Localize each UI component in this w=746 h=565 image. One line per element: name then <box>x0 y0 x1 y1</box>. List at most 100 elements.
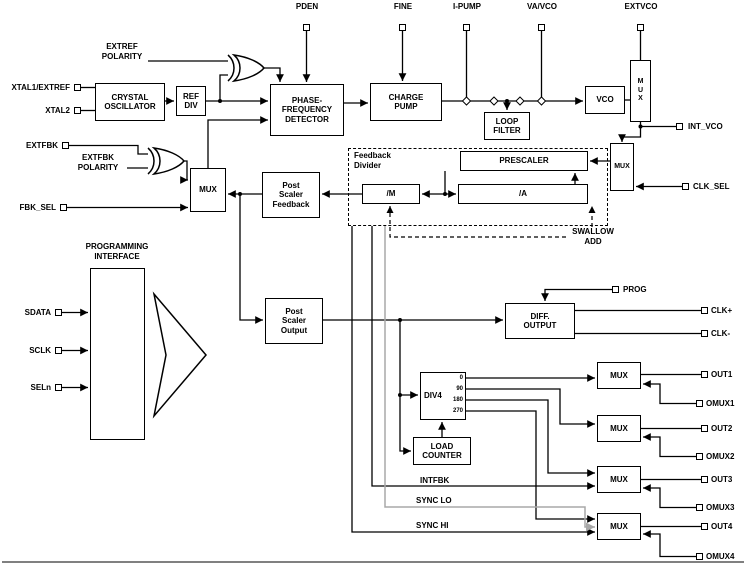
pin-label-ipump: I-PUMP <box>453 2 481 11</box>
clk-select-mux-block: MUX <box>610 143 634 191</box>
feedback-divider-dashed-box <box>348 148 608 226</box>
pin-label-extfbk: EXTFBK <box>26 141 58 150</box>
junction-dots <box>218 99 643 397</box>
pin-square-omux2 <box>696 453 703 460</box>
wire-omux1 <box>643 380 696 405</box>
pin-square-seln <box>55 384 62 391</box>
vco-block: VCO <box>585 86 625 114</box>
junction-dot <box>218 99 222 103</box>
junction-dot <box>238 192 242 196</box>
pin-square-omux4 <box>696 553 703 560</box>
wire-intvco <box>639 122 676 128</box>
pin-square-sdata <box>55 309 62 316</box>
wire-phase90 <box>466 388 595 428</box>
div4-phase-180-label: 180 <box>452 397 463 403</box>
diamond-connector-icon <box>515 96 525 106</box>
xor-extref-gate-icon <box>227 54 235 82</box>
intfbk-label: INTFBK <box>420 476 450 485</box>
wire-phase180 <box>466 399 595 477</box>
post-scaler-output-block: Post Scaler Output <box>265 298 323 344</box>
wires-dashed <box>386 206 596 238</box>
pin-label-fbksel: FBK_SEL <box>19 203 56 212</box>
pin-square-out4 <box>701 523 708 530</box>
pin-label-prog: PROG <box>623 285 647 294</box>
pin-square-fbksel <box>60 204 67 211</box>
pin-square-ipump <box>463 24 470 31</box>
programming-interface-box <box>90 268 145 440</box>
pin-square-clksel <box>682 183 689 190</box>
pin-square-xtal1 <box>74 84 81 91</box>
div4-phase-0-label: 0 <box>459 375 463 381</box>
diamond-connector-icon <box>461 96 472 106</box>
wire-synclo <box>384 226 595 532</box>
pin-label-vavco: VA/VCO <box>526 2 558 11</box>
pin-label-omux4: OMUX4 <box>706 552 735 561</box>
feedback-divider-label: Feedback Divider <box>354 151 391 170</box>
feedback-mux-block: MUX <box>190 168 226 212</box>
wire-swallow-divm <box>386 206 566 238</box>
ref-div-block: REF DIV <box>176 86 206 116</box>
pin-label-omux2: OMUX2 <box>706 452 735 461</box>
pin-square-fine <box>399 24 406 31</box>
pin-square-prog <box>612 286 619 293</box>
xor-extfbk-gate-icon <box>151 146 185 176</box>
wire-phase270 <box>466 410 595 523</box>
wires-gray <box>384 226 595 532</box>
wire-omux2 <box>643 433 696 458</box>
pin-label-omux3: OMUX3 <box>706 503 735 512</box>
pin-label-clkminus: CLK- <box>711 329 731 338</box>
big-arrow-icon <box>152 291 207 419</box>
wire-prog <box>541 288 612 301</box>
pin-square-extvco <box>637 24 644 31</box>
wire-omux4 <box>643 530 696 558</box>
div-a-block: /A <box>458 184 588 204</box>
junction-dot <box>398 393 402 397</box>
pin-square-omux1 <box>696 400 703 407</box>
wire-ref-xor-tap <box>219 74 228 101</box>
wire-psoutput-input <box>239 194 263 324</box>
wire-extfbk <box>69 144 148 155</box>
programming-interface-label: PROGRAMMING INTERFACE <box>85 242 149 261</box>
out1-mux-block: MUX <box>597 362 641 389</box>
crystal-oscillator-block: CRYSTAL OSCILLATOR <box>95 83 165 121</box>
wire-intfbk <box>371 226 595 490</box>
pin-square-omux3 <box>696 504 703 511</box>
pin-label-xtal2: XTAL2 <box>45 106 70 115</box>
extref-polarity-label: EXTREF POLARITY <box>101 42 143 61</box>
swallow-add-label: SWALLOW ADD <box>572 227 614 246</box>
load-counter-block: LOAD COUNTER <box>413 437 471 465</box>
extfbk-polarity-label: EXTFBK POLARITY <box>77 153 119 172</box>
out2-mux-block: MUX <box>597 415 641 442</box>
div-m-block: /M <box>362 184 420 204</box>
loop-filter-block: LOOP FILTER <box>484 112 530 140</box>
div4-phase-270-label: 270 <box>452 408 463 414</box>
xor-extfbk-gate-icon <box>147 147 155 175</box>
pin-label-out4: OUT4 <box>711 522 733 531</box>
charge-pump-block: CHARGE PUMP <box>370 83 442 121</box>
out4-mux-block: MUX <box>597 513 641 540</box>
sync-lo-label: SYNC LO <box>416 496 452 505</box>
div4-block: DIV4 0 90 180 270 <box>420 372 466 420</box>
div4-phase-90-label: 90 <box>456 386 463 392</box>
junction-dot <box>443 192 447 196</box>
pin-square-out1 <box>701 371 708 378</box>
phase-frequency-detector-block: PHASE- FREQUENCY DETECTOR <box>270 84 344 136</box>
pin-square-clkplus <box>701 307 708 314</box>
prescaler-block: PRESCALER <box>460 151 588 171</box>
pin-square-sclk <box>55 347 62 354</box>
pin-label-sdata: SDATA <box>24 308 51 317</box>
junction-dot <box>505 99 509 103</box>
pin-label-out2: OUT2 <box>711 424 733 433</box>
pin-square-xtal2 <box>74 107 81 114</box>
div4-label: DIV4 <box>424 391 442 401</box>
junction-dot <box>638 124 643 129</box>
wire-xor1-pfd <box>264 67 284 82</box>
pin-label-fine: FINE <box>393 2 413 11</box>
wire-loadcounter-clock <box>399 395 411 455</box>
post-scaler-feedback-block: Post Scaler Feedback <box>262 172 320 218</box>
pin-label-out1: OUT1 <box>711 370 733 379</box>
wire-xor2-muxfbk <box>180 160 188 184</box>
pin-label-clksel: CLK_SEL <box>693 182 730 191</box>
